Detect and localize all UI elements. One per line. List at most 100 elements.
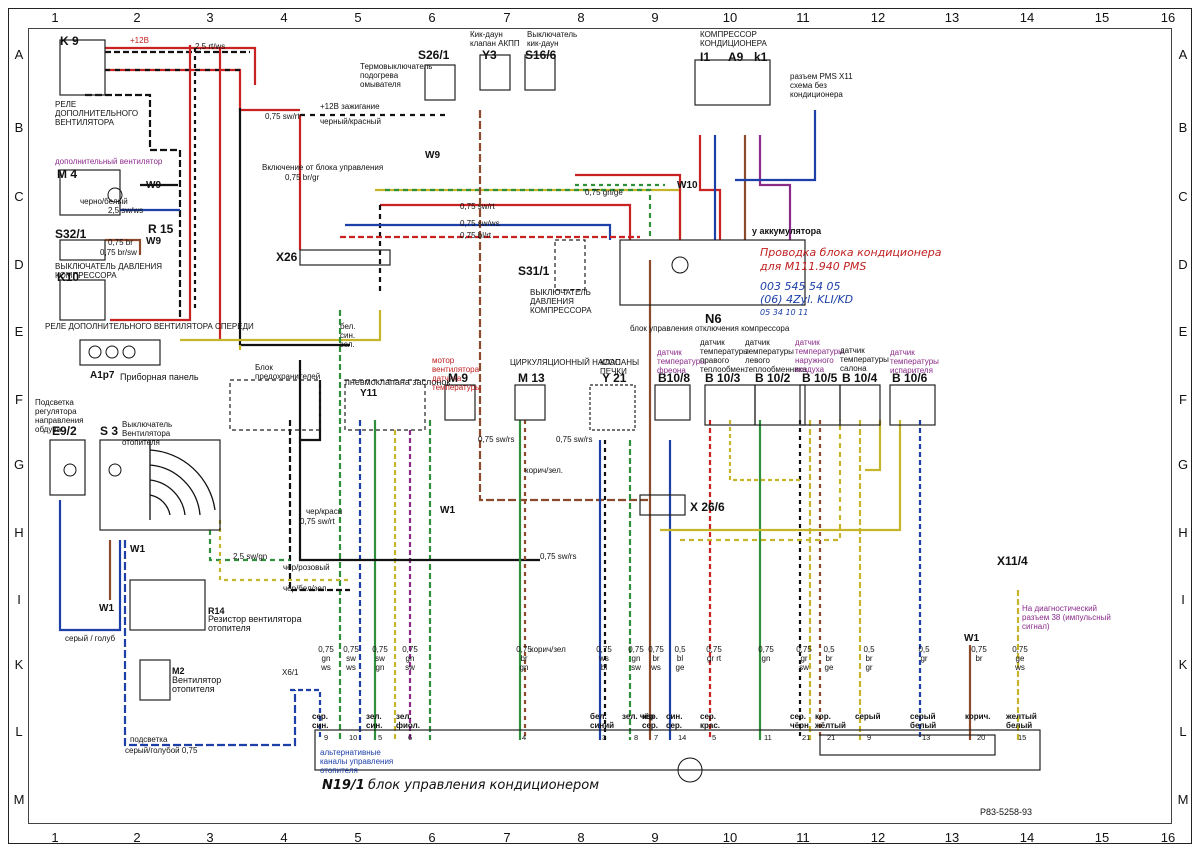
grid-row-label: K: [1178, 657, 1188, 672]
terminal-color-note: бел. синий: [590, 712, 615, 730]
grid-column-label: 1: [51, 830, 59, 845]
terminal-wire-code: 0,75 gn: [758, 645, 774, 663]
terminal-number: 14: [678, 733, 687, 742]
ground-w1: W1: [964, 633, 979, 644]
terminal-wire-code: 0,5 bl ge: [674, 645, 686, 672]
grid-column-label: 3: [206, 830, 214, 845]
terminal-number: 7: [654, 733, 659, 742]
grid-row-label: K: [14, 657, 24, 672]
s3-desc: Выключатель Вентилятора отопителя: [122, 420, 173, 447]
terminal-number: 5: [712, 733, 717, 742]
terminal-color-note: сер. крас.: [700, 712, 721, 730]
b106-desc: датчик температуры испарителя: [890, 348, 939, 375]
b108-desc: датчик температуры фреона: [657, 348, 706, 375]
grid-row-label: I: [1181, 592, 1185, 607]
s3-ref: S 3: [100, 424, 119, 438]
n6-desc: блок управления отключения компрессора: [630, 324, 790, 333]
b105-desc: датчик температуры наружного воздуха: [795, 338, 844, 374]
terminal-wire-code: 0,5 gr: [918, 645, 930, 663]
grid-column-label: 2: [133, 10, 141, 25]
wire-note: 0,75 sw/rs: [556, 435, 593, 444]
grid-row-label: C: [1178, 189, 1188, 204]
grid-column-label: 9: [651, 10, 659, 25]
battery-note: у аккумулятора: [752, 226, 822, 236]
terminal-wire-code: 0,75 ws bl: [596, 645, 612, 672]
r14-desc: Резистор вентилятора отопителя: [208, 614, 302, 633]
terminal-wire-code: 0,75 br: [971, 645, 987, 663]
grid-column-label: 16: [1160, 10, 1176, 25]
y11-ref: Y11: [360, 388, 378, 399]
terminal-number: 20: [977, 733, 986, 742]
terminal-color-note: серый: [855, 712, 881, 721]
grid-column-label: 7: [503, 10, 511, 25]
grid-row-label: A: [1178, 47, 1188, 62]
grid-column-label: 8: [577, 10, 585, 25]
wire-note: черный/красный: [320, 117, 381, 126]
terminal-color-note: кор. жёлтый: [815, 712, 846, 730]
terminal-wire-code: 0,75 ge ws: [1012, 645, 1028, 672]
wire-note: 0,75 br/sw: [100, 248, 137, 257]
handwritten-code-3: 05 34 10 11: [760, 308, 809, 317]
terminal-color-note: сер. чёрн: [790, 712, 809, 730]
wire-note: серый/голубой 0,75: [125, 746, 198, 755]
grid-row-label: D: [14, 257, 24, 272]
grid-row-label: C: [14, 189, 24, 204]
grid-column-label: 12: [870, 10, 886, 25]
drawing-border: [28, 28, 1172, 824]
terminal-number: 21: [827, 733, 836, 742]
grid-column-label: 1: [51, 10, 59, 25]
grid-column-label: 6: [428, 830, 436, 845]
k10-ref: K10: [57, 270, 80, 284]
wire-note: корич/зел.: [525, 466, 563, 475]
grid-column-label: 16: [1160, 830, 1176, 845]
k10-desc: РЕЛЕ ДОПОЛНИТЕЛЬНОГО ВЕНТИЛЯТОРА СПЕРЕДИ: [45, 322, 254, 331]
terminal-wire-code: 0,75 sw gn: [372, 645, 388, 672]
s16-ref: S16/6: [525, 48, 557, 62]
wire-note: 0,75 br: [108, 238, 133, 247]
e9-ref: E9/2: [52, 424, 77, 438]
m2-desc: Вентилятор отопителя: [172, 675, 222, 694]
terminal-color-note: зел. син.: [366, 712, 383, 730]
terminal-number: 10: [349, 733, 358, 742]
grid-row-label: E: [14, 324, 24, 339]
grid-column-label: 11: [796, 10, 810, 25]
grid-column-label: 8: [577, 830, 585, 845]
terminal-color-note: корич.: [965, 712, 991, 721]
grid-row-label: F: [1179, 392, 1187, 407]
terminal-color-note: кор. сер.: [642, 712, 659, 730]
wire-note: подсветка: [130, 735, 168, 744]
grid-column-label: 3: [206, 10, 214, 25]
wire-note: 2,5 sw/gn: [233, 552, 268, 561]
y11-desc: пневмоклапана заслонок: [345, 377, 451, 387]
handwritten-subtitle: для M111.940 PMS: [760, 260, 867, 273]
grid-column-label: 12: [870, 830, 886, 845]
w10-ref: W10: [677, 180, 698, 191]
terminal-number: 9: [324, 733, 329, 742]
k9-plus: +12В: [130, 36, 149, 45]
grid-row-label: I: [17, 592, 21, 607]
terminal-wire-code: 0,5 br gr: [863, 645, 875, 672]
terminal-number: 15: [1018, 733, 1027, 742]
wire-note: серый / голуб: [65, 634, 116, 643]
compressor-desc: КОМПРЕССОР КОНДИЦИОНЕРА: [700, 30, 767, 48]
grid-column-label: 13: [944, 10, 960, 25]
grid-column-label: 15: [1094, 830, 1110, 845]
b106-ref: B 10/6: [892, 371, 928, 385]
ground-w9: W9: [146, 236, 161, 247]
grid-row-label: M: [13, 792, 25, 807]
terminal-wire-code: 0,75 gn sw: [628, 645, 644, 672]
b103-desc: датчик температуры правого теплообмен.: [700, 338, 749, 374]
x114-desc: На диагностический разъем 38 (импульсный…: [1022, 604, 1111, 631]
b105-ref: B 10/5: [802, 371, 838, 385]
s26-desc: Термовыключатель подогрева омывателя: [360, 62, 433, 89]
grid-column-label: 9: [651, 830, 659, 845]
a1p7-ref: A1p7: [90, 370, 115, 381]
wire-note: 2,5 rt/ws: [195, 42, 226, 51]
grid-row-label: H: [1178, 525, 1188, 540]
n19-ref: N19/1: [322, 778, 365, 793]
terminal-number: 11: [764, 733, 772, 742]
x64-ref: X6/1: [282, 668, 299, 677]
wire-note: чёр/розовый: [283, 563, 330, 572]
n19-desc: блок управления кондиционером: [368, 778, 600, 793]
grid-column-label: 4: [280, 10, 288, 25]
